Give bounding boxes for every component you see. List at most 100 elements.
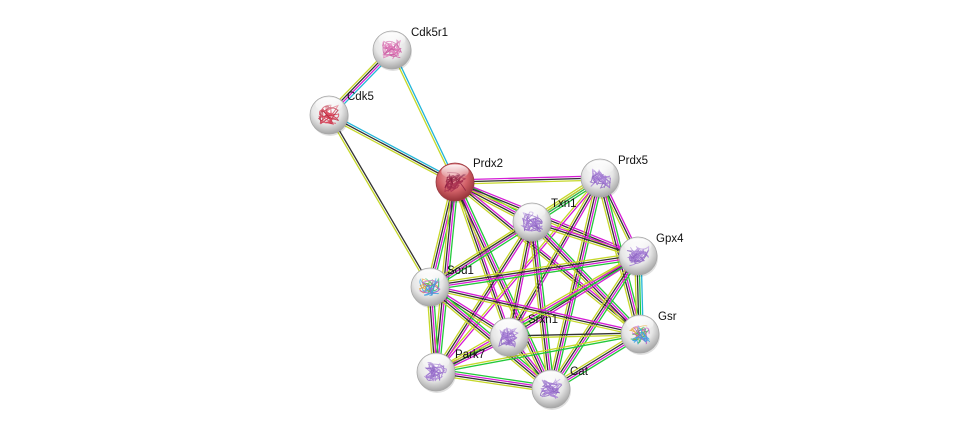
edge-evidence-yellow [435,332,640,372]
edge-prdx5-cat[interactable] [547,177,604,390]
edge-evidence-yellow [452,182,508,338]
edge-evidence-black [454,177,601,183]
node-gpx4[interactable]: Gpx4 [618,233,684,277]
edge-evidence-magenta [509,257,640,340]
edge-evidence-cyan [329,112,457,181]
edge-txn1-sod1[interactable] [427,218,535,291]
edge-sod1-gsr[interactable] [429,284,641,337]
node-highlight-gloss [626,316,654,331]
edge-evidence-magenta [430,222,533,289]
node-label: Cat [570,366,589,378]
node-highlight-gloss [586,160,614,175]
edge-evidence-yellow [509,334,641,339]
edge-evidence-black [435,372,551,391]
edge-evidence-yellow [390,50,455,183]
edge-evidence-yellow [427,288,550,392]
edge-evidence-green [533,219,643,333]
node-label: Gpx4 [656,233,684,245]
edge-evidence-black [530,222,640,336]
edge-cdk5r1-prdx2[interactable] [390,49,457,183]
node-label: Prdx2 [473,158,503,170]
edge-evidence-black [508,221,533,338]
edge-cdk5-sod1[interactable] [327,114,432,288]
protein-structure-icon [317,104,340,125]
edge-gsr-park7[interactable] [435,332,641,374]
edge-evidence-yellow [429,252,638,285]
node-park7[interactable]: Park7 [416,349,485,393]
edge-evidence-yellow [433,220,531,372]
edge-cdk5-prdx2[interactable] [327,112,457,185]
edge-evidence-black [328,114,456,183]
edge-evidence-magenta [510,222,535,338]
edge-evidence-magenta [510,178,603,339]
edge-evidence-black [454,181,641,335]
edge-evidence-green [438,182,459,373]
edge-evidence-yellow [435,374,551,393]
node-highlight-gloss [441,164,469,179]
edge-gpx4-srxn1[interactable] [507,253,640,340]
node-highlight-gloss [378,32,406,47]
node-label: Sod1 [447,265,474,277]
edge-txn1-srxn1[interactable] [506,221,535,338]
edge-evidence-yellow [596,178,638,335]
edge-evidence-green [553,178,604,390]
edge-evidence-yellow [507,253,638,336]
node-label: Srxn1 [528,314,558,326]
edge-evidence-yellow [455,179,601,185]
edge-park7-cat[interactable] [435,368,552,393]
edge-evidence-black [429,220,532,287]
edge-gpx4-park7[interactable] [434,253,640,375]
edge-evidence-cyan [392,49,457,182]
edge-evidence-magenta [437,222,535,374]
node-highlight-gloss [518,204,546,219]
node-highlight-gloss [422,354,450,369]
edge-evidence-green [436,368,552,387]
node-highlight-gloss [495,319,523,334]
edge-txn1-gsr[interactable] [529,219,643,337]
edge-prdx2-prdx5[interactable] [454,175,601,185]
node-cdk5r1[interactable]: Cdk5r1 [372,27,448,71]
edge-evidence-magenta [454,175,600,181]
edge-evidence-yellow [434,253,638,371]
edges-layer [326,47,644,393]
edge-evidence-magenta [430,256,639,289]
edge-txn1-cat[interactable] [528,221,555,390]
edge-evidence-yellow [434,176,600,372]
node-gsr[interactable]: Gsr [620,311,677,355]
node-srxn1[interactable]: Srxn1 [489,314,558,358]
edge-evidence-magenta [436,370,552,389]
edge-evidence-green [431,224,535,291]
edge-evidence-black [530,222,551,390]
node-prdx5[interactable]: Prdx5 [580,155,648,199]
node-label: Cdk5 [347,91,374,103]
edge-srxn1-gsr[interactable] [508,332,641,339]
edge-evidence-black [549,177,600,389]
node-label: Cdk5r1 [411,27,448,39]
node-highlight-gloss [416,269,444,284]
edge-evidence-green [457,180,555,388]
edge-evidence-magenta [551,178,602,390]
edge-evidence-green [534,221,555,389]
edge-evidence-yellow [451,183,549,391]
edge-evidence-yellow [327,116,455,185]
node-cat[interactable]: Cat [531,366,589,410]
edge-evidence-black [508,332,640,337]
edge-evidence-yellow [453,183,640,337]
node-cdk5[interactable]: Cdk5 [309,91,374,136]
edge-gpx4-sod1[interactable] [429,252,639,291]
edge-evidence-yellow [427,218,531,285]
node-label: Park7 [455,349,485,361]
edge-evidence-yellow [506,221,531,337]
node-sod1[interactable]: Sod1 [410,265,474,308]
edge-evidence-yellow [547,177,598,389]
edge-evidence-black [429,254,638,287]
edge-evidence-green [436,257,640,375]
edge-evidence-black [429,286,641,335]
node-prdx2[interactable]: Prdx2 [435,158,503,203]
edge-evidence-magenta [430,284,641,333]
node-highlight-gloss [537,371,565,386]
node-txn1[interactable]: Txn1 [512,198,577,243]
edge-evidence-yellow [529,223,639,337]
